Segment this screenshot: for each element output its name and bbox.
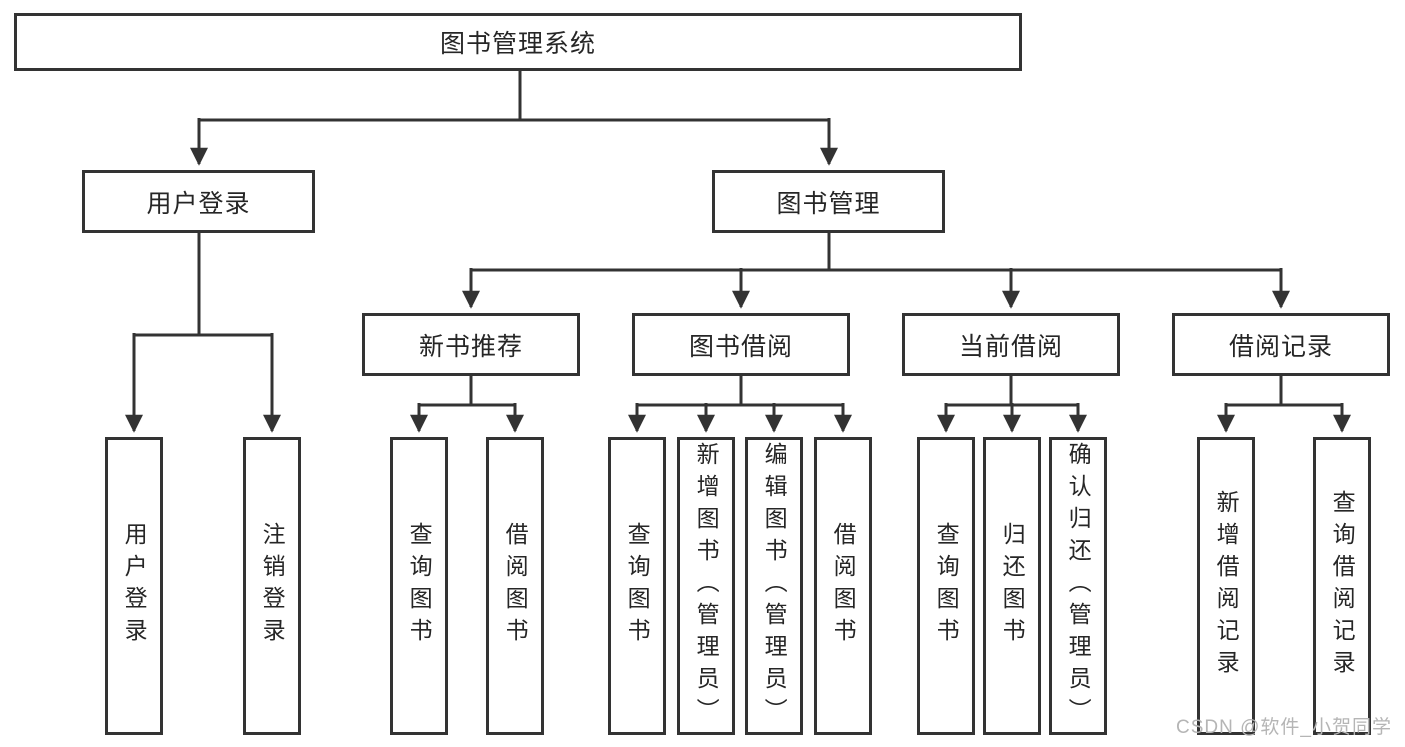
node-label: 新书推荐 <box>418 332 523 361</box>
leaf-query-borrow-record: 查询借阅记录 <box>1313 437 1371 735</box>
leaf-add-books-admin: 新增图书（管理员） <box>677 437 735 735</box>
leaf-label: 新增图书（管理员） <box>693 442 720 730</box>
leaf-borrow-books: 借阅图书 <box>814 437 872 735</box>
leaf-query-books: 查询图书 <box>608 437 666 735</box>
node-label: 借阅记录 <box>1228 332 1333 361</box>
leaf-label: 查询图书 <box>624 522 651 650</box>
node-user-login: 用户登录 <box>82 170 315 233</box>
node-label: 图书借阅 <box>688 332 793 361</box>
node-borrowing-records: 借阅记录 <box>1172 313 1390 376</box>
node-system-root: 图书管理系统 <box>14 13 1022 71</box>
leaf-label: 查询借阅记录 <box>1329 490 1356 682</box>
node-label: 图书管理系统 <box>439 30 596 58</box>
leaf-label: 归还图书 <box>999 522 1026 650</box>
node-label: 用户登录 <box>146 189 251 218</box>
leaf-user-login: 用户登录 <box>105 437 163 735</box>
node-book-management: 图书管理 <box>712 170 945 233</box>
node-new-book-recommendation: 新书推荐 <box>362 313 580 376</box>
leaf-return-books: 归还图书 <box>983 437 1041 735</box>
leaf-confirm-return-admin: 确认归还（管理员） <box>1049 437 1107 735</box>
node-label: 当前借阅 <box>958 332 1063 361</box>
node-current-borrowing: 当前借阅 <box>902 313 1120 376</box>
csdn-watermark: CSDN @软件_小贺同学 <box>1176 717 1392 738</box>
leaf-label: 用户登录 <box>121 522 148 650</box>
leaf-edit-books-admin: 编辑图书（管理员） <box>745 437 803 735</box>
leaf-label: 新增借阅记录 <box>1213 490 1240 682</box>
leaf-add-borrow-record: 新增借阅记录 <box>1197 437 1255 735</box>
leaf-label: 确认归还（管理员） <box>1065 442 1092 730</box>
leaf-borrow-books: 借阅图书 <box>486 437 544 735</box>
leaf-label: 查询图书 <box>933 522 960 650</box>
leaf-query-books: 查询图书 <box>917 437 975 735</box>
leaf-label: 查询图书 <box>406 522 433 650</box>
leaf-label: 编辑图书（管理员） <box>761 442 788 730</box>
leaf-label: 注销登录 <box>259 522 286 650</box>
leaf-label: 借阅图书 <box>830 522 857 650</box>
leaf-query-books: 查询图书 <box>390 437 448 735</box>
node-label: 图书管理 <box>776 189 881 218</box>
leaf-logout: 注销登录 <box>243 437 301 735</box>
node-book-borrowing: 图书借阅 <box>632 313 850 376</box>
leaf-label: 借阅图书 <box>502 522 529 650</box>
